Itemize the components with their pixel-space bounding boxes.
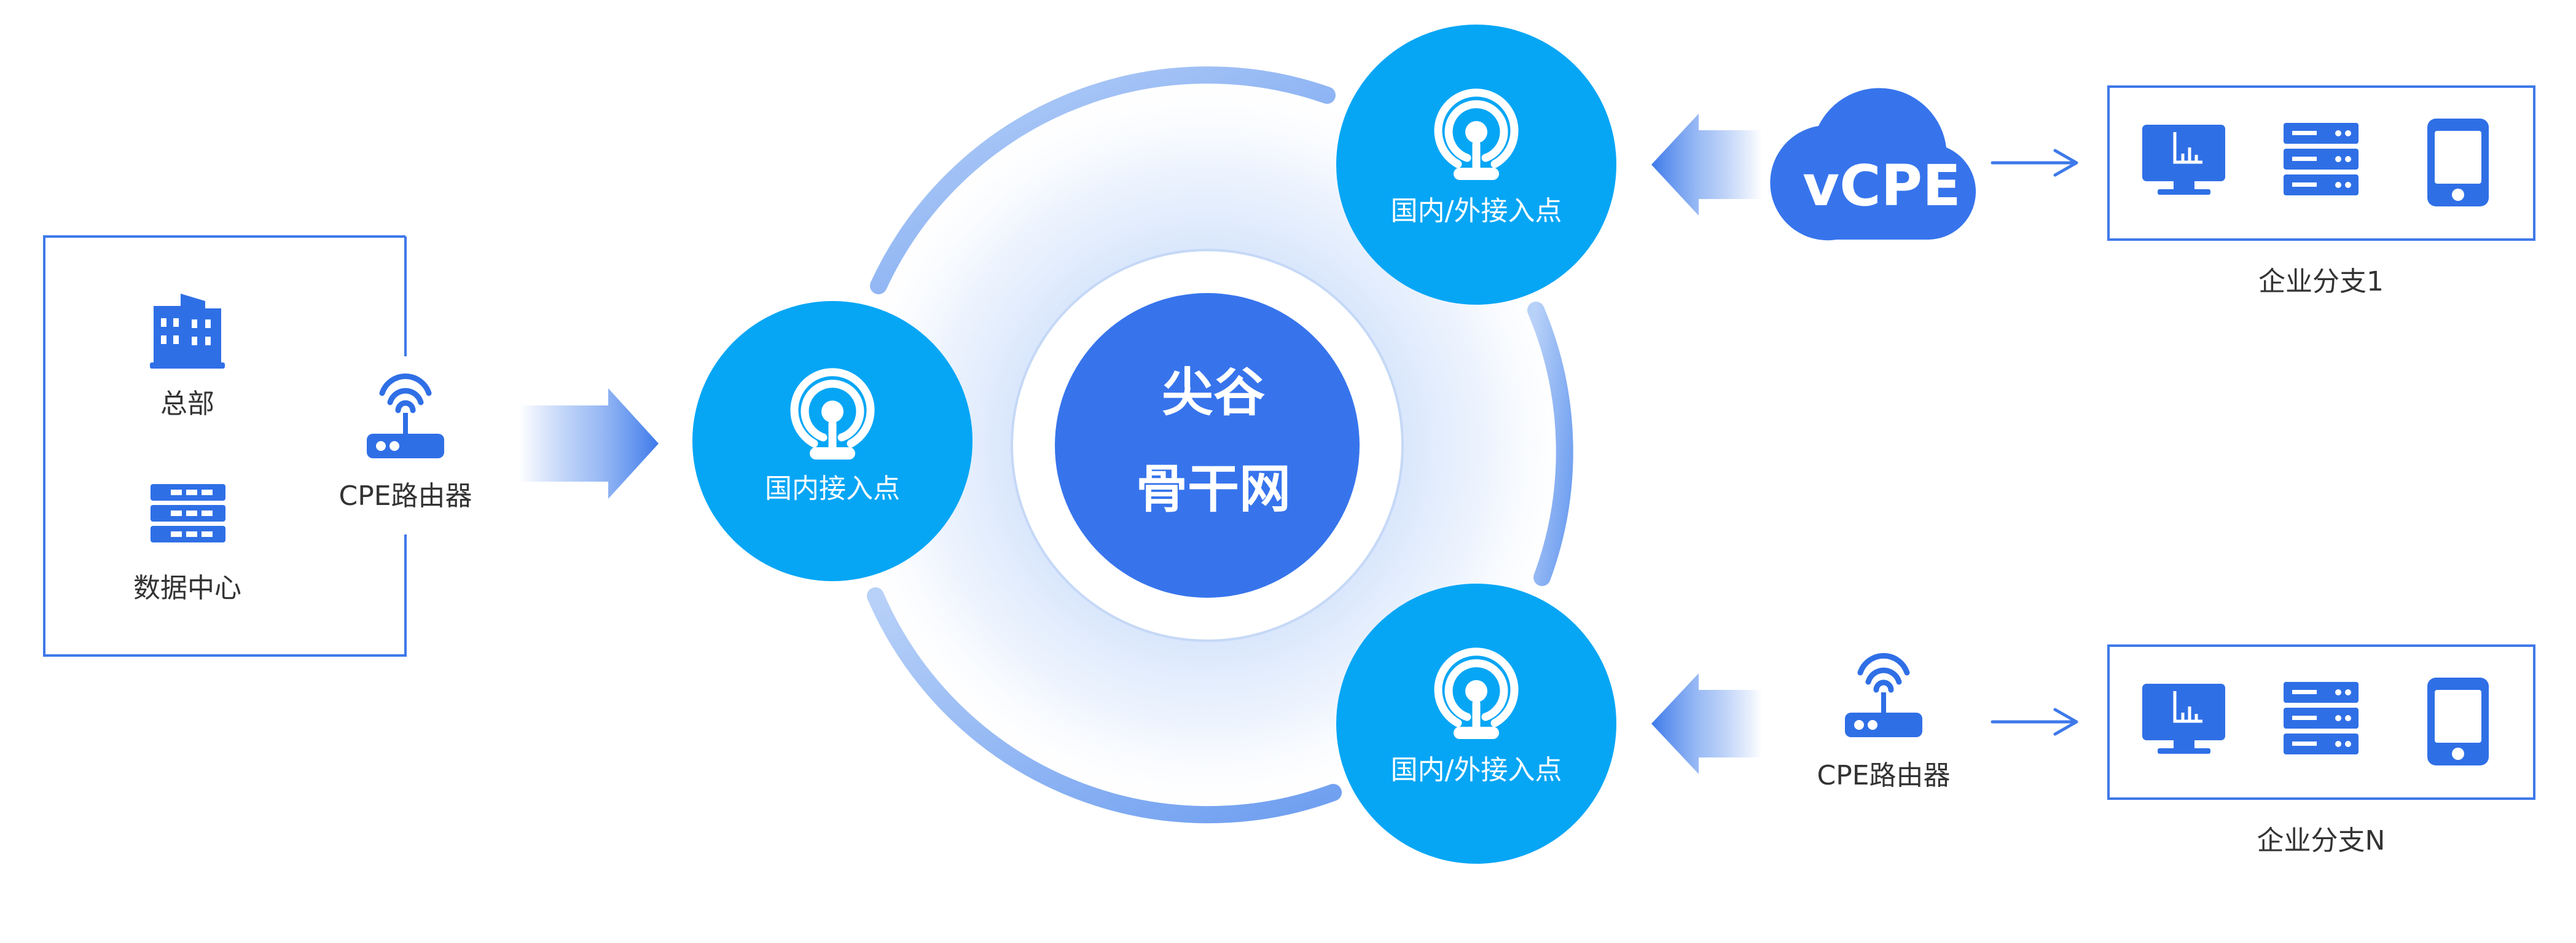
arrow-icon	[1991, 708, 2078, 736]
core-title-line2: 骨干网	[1136, 459, 1291, 519]
branchN-router-label: CPE路由器	[1817, 760, 1950, 791]
node-bottom: 国内/外接入点	[1336, 584, 1616, 864]
phone-icon	[2427, 678, 2489, 765]
core-circle	[1055, 293, 1360, 598]
server-icon	[2284, 123, 2359, 195]
branchN-box	[2107, 644, 2535, 800]
server-rack-icon	[151, 484, 225, 542]
node-left: 国内接入点	[692, 301, 973, 581]
access-point-icon	[1434, 648, 1519, 739]
access-point-icon	[1434, 88, 1519, 180]
wifi-router-icon	[1845, 652, 1922, 737]
arrow-icon	[1651, 673, 1762, 774]
building-icon	[150, 294, 225, 369]
hq-router-label: CPE路由器	[339, 480, 472, 512]
arrow-icon	[1991, 149, 2078, 177]
core-title-line1: 尖谷	[1162, 362, 1265, 423]
wifi-router-icon	[367, 373, 444, 458]
ring-arc-bottom	[867, 587, 1342, 824]
ring-arc-top	[870, 66, 1336, 294]
branch1-label: 企业分支1	[2258, 266, 2384, 297]
node-left-label: 国内接入点	[765, 473, 900, 504]
arrow-icon	[1651, 114, 1762, 216]
node-bottom-label: 国内/外接入点	[1391, 754, 1562, 786]
hq-headquarters-label: 总部	[160, 388, 214, 420]
hq-box-border	[43, 235, 407, 657]
monitor-icon	[2142, 684, 2225, 754]
monitor-icon	[2142, 125, 2225, 195]
vcpe-label: vCPE	[1803, 153, 1961, 219]
phone-icon	[2427, 119, 2489, 206]
hq-datacenter-label: 数据中心	[133, 573, 241, 604]
cloud-icon: vCPE	[1770, 88, 1976, 241]
server-icon	[2284, 682, 2359, 754]
branch1-box	[2107, 85, 2535, 241]
branchN-label: 企业分支N	[2257, 825, 2386, 856]
arrow-icon	[519, 388, 659, 499]
node-top: 国内/外接入点	[1336, 25, 1616, 305]
node-top-label: 国内/外接入点	[1391, 195, 1562, 227]
hq-box: 总部 数据中心 CPE路由器	[43, 235, 472, 657]
ring-arc-right	[1527, 302, 1573, 586]
access-point-icon	[790, 368, 875, 460]
